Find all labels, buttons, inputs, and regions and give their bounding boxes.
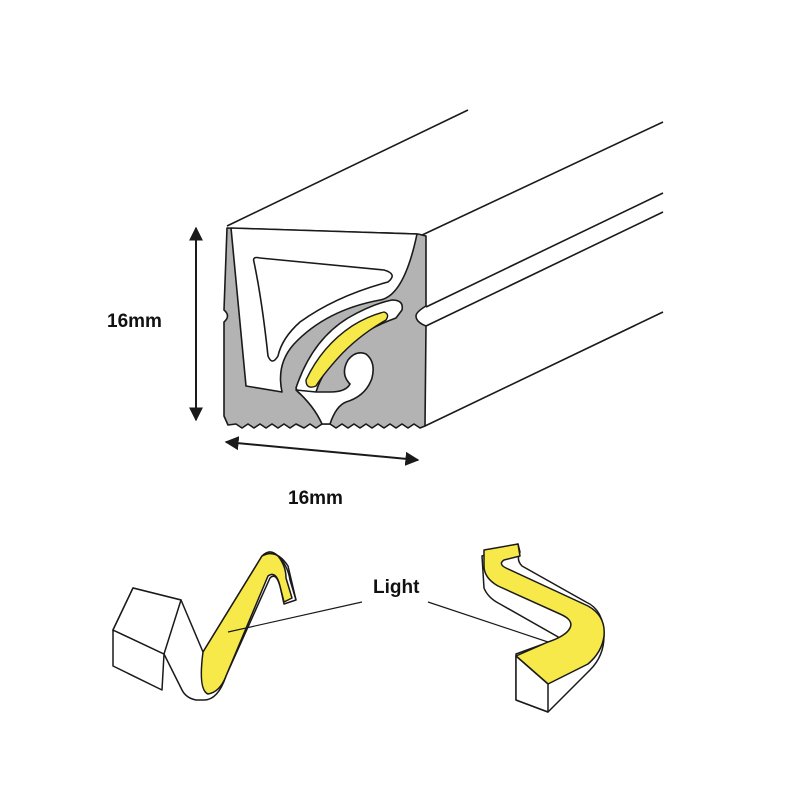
light-callout-lines — [227, 601, 549, 643]
lens-hollow — [252, 256, 393, 362]
width-dimension-label: 16mm — [288, 488, 343, 509]
callout-line-right — [427, 601, 549, 643]
led-light-strip — [305, 311, 389, 388]
profile-extrusion — [226, 109, 664, 427]
bend-left-light — [200, 551, 293, 695]
height-dimension-label: 16mm — [107, 311, 162, 332]
profile-cross-section — [223, 227, 427, 429]
light-callout-label: Light — [373, 577, 420, 598]
width-dimension-arrow — [224, 436, 420, 466]
dimension-arrows — [189, 226, 420, 466]
bend-right-light — [483, 543, 605, 685]
bend-example-right — [481, 543, 605, 713]
bend-example-left — [112, 551, 297, 701]
profile-channel — [295, 352, 374, 425]
callout-line-left — [227, 601, 363, 633]
